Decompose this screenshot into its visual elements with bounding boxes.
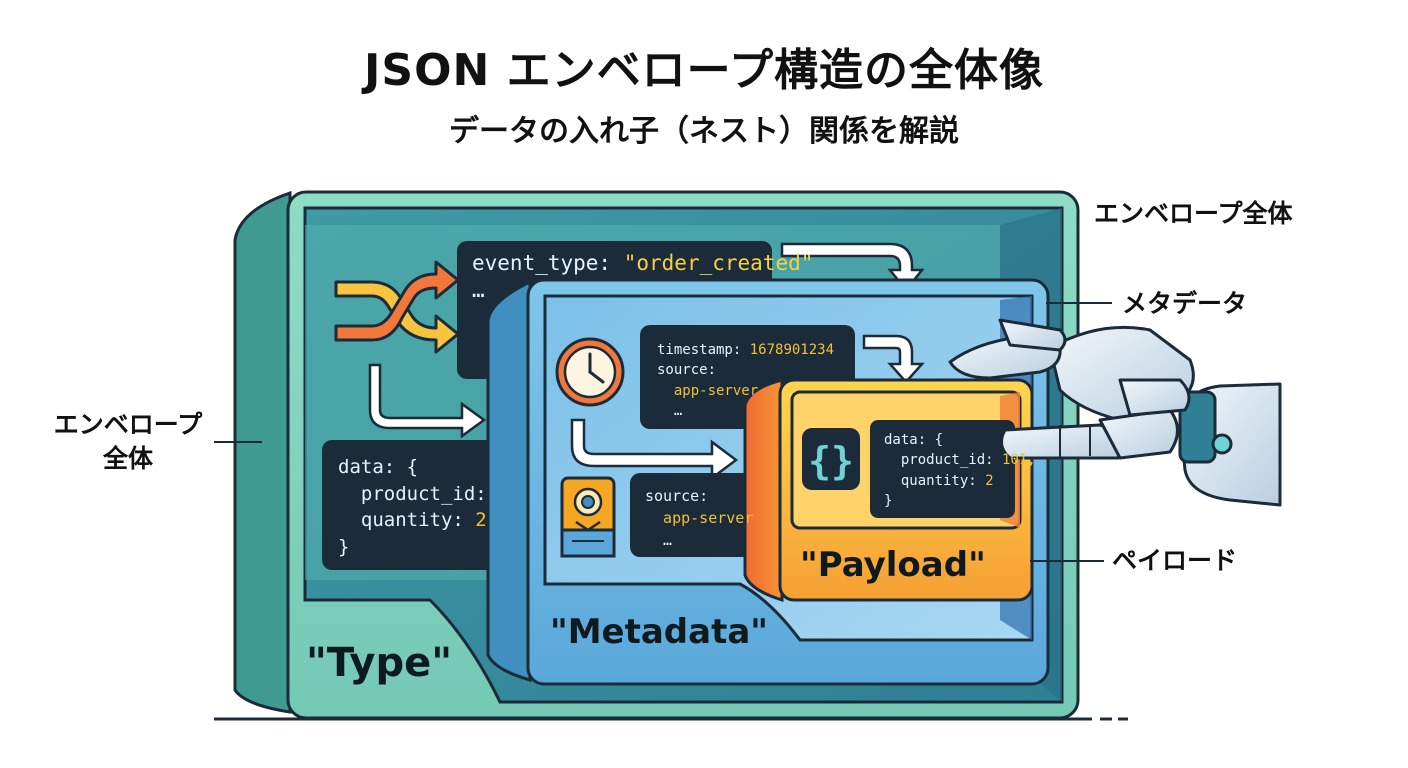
payload-quantity-value: 2: [976, 472, 994, 489]
robot-hand-icon: [948, 318, 1282, 507]
payload-line1: data: {: [884, 432, 944, 448]
meta-bottom-source-value: app-server: [645, 508, 754, 527]
event-type-code: event_type: "order_created" …: [472, 250, 813, 305]
payload-code: data: { product_id: 101, quantity: 2 }: [884, 430, 1036, 511]
timestamp-value: 1678901234: [741, 342, 835, 358]
arrow-clock-to-payload: [570, 418, 739, 481]
event-type-key: event_type:: [472, 251, 612, 275]
meta-bottom-code: source: app-server …: [645, 486, 753, 551]
type-data-quantity-key: quantity:: [338, 509, 464, 532]
type-data-code: data: { product_id: 10 quantity: 2 }: [338, 454, 493, 560]
meta-top-ellipsis: …: [657, 402, 683, 419]
type-data-product-value: 10: [487, 483, 493, 505]
metadata-caption: "Metadata": [550, 612, 768, 652]
event-type-ellipsis: …: [472, 278, 485, 303]
type-data-code-box: [322, 440, 497, 570]
arrow-down-right: [368, 363, 487, 439]
payload-product-value: 101,: [993, 452, 1036, 469]
meta-source-value: app-server: [657, 382, 759, 399]
type-data-product-key: product_id:: [338, 482, 487, 505]
page-subtitle: データの入れ子（ネスト）関係を解説: [449, 114, 959, 149]
label-envelope-left-line1: エンベロープ: [53, 410, 203, 439]
label-envelope-right: エンベロープ全体: [1094, 199, 1293, 228]
braces-icon: {}: [802, 428, 860, 490]
meta-bottom-source-key: source:: [645, 487, 709, 505]
page-title: JSON エンベロープ構造の全体像: [364, 45, 1044, 96]
meta-bottom-ellipsis: …: [645, 530, 673, 549]
clock-icon: [555, 337, 625, 407]
payload-product-key: product_id:: [884, 452, 994, 469]
label-payload: ペイロード: [1112, 546, 1238, 575]
meta-bottom-code-box: [630, 473, 770, 557]
payload-quantity-key: quantity:: [884, 472, 977, 489]
label-envelope-left: エンベロープ 全体: [40, 408, 216, 476]
arrow-to-payload: [862, 334, 925, 384]
type-data-quantity-value: 2: [463, 509, 487, 532]
svg-text:{}: {}: [808, 439, 854, 483]
timestamp-key: timestamp:: [657, 342, 742, 358]
payload-code-box: [870, 420, 1015, 518]
type-data-close: }: [338, 535, 350, 558]
shuffle-icon: [334, 260, 460, 354]
type-caption: "Type": [306, 640, 453, 686]
label-metadata: メタデータ: [1122, 289, 1248, 318]
label-envelope-left-line2: 全体: [102, 443, 153, 473]
payload-close: }: [884, 492, 893, 509]
type-data-line1: data: {: [338, 456, 419, 478]
event-type-value: "order_created": [623, 251, 814, 275]
tag-icon: [560, 476, 616, 558]
meta-top-code: timestamp: 1678901234 source: app-server…: [657, 340, 834, 421]
meta-source-key: source:: [657, 362, 717, 379]
payload-caption: "Payload": [800, 545, 986, 585]
